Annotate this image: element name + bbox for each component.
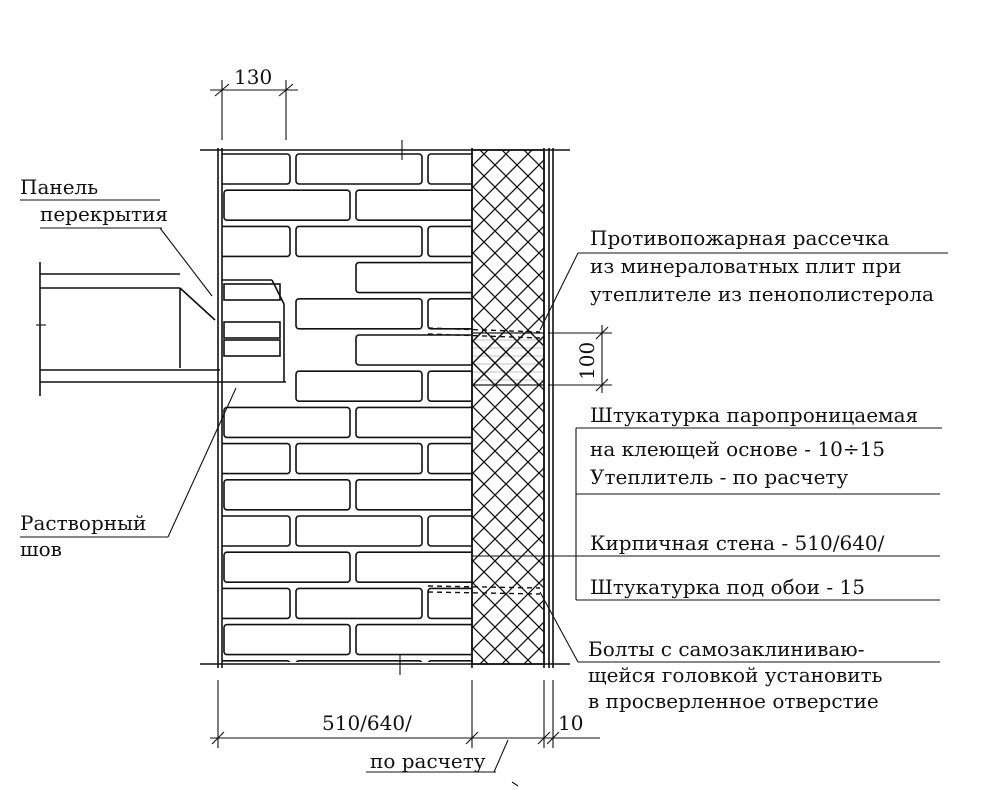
brick bbox=[223, 283, 281, 301]
brick bbox=[427, 515, 472, 547]
svg-text:Болты с самозаклиниваю-: Болты с самозаклиниваю- bbox=[588, 637, 864, 661]
dim-top-width: 130 bbox=[234, 65, 272, 89]
brick bbox=[223, 406, 351, 439]
svg-text:из минераловатных плит при: из минераловатных плит при bbox=[590, 254, 902, 278]
brick bbox=[223, 189, 351, 221]
brick bbox=[355, 551, 472, 583]
brick bbox=[223, 339, 281, 357]
label-layers: Штукатурка паропроницаемая на клеющей ос… bbox=[472, 403, 942, 601]
brick bbox=[355, 261, 472, 294]
dim-wall-thickness: 510/640/ bbox=[322, 711, 412, 735]
brick bbox=[427, 225, 472, 258]
brick bbox=[355, 189, 472, 221]
brick bbox=[223, 551, 351, 584]
brick bbox=[295, 660, 423, 662]
dim-firebreak-height: 100 bbox=[575, 342, 599, 380]
brick bbox=[355, 479, 472, 511]
dimension-bottom: 510/640/ 10 по расчету bbox=[210, 680, 600, 787]
svg-text:в просверленное отверстие: в просверленное отверстие bbox=[588, 689, 879, 713]
brick bbox=[222, 225, 291, 258]
brick bbox=[223, 623, 351, 656]
brick bbox=[295, 442, 423, 475]
brick bbox=[295, 587, 423, 620]
floor-panel bbox=[36, 262, 286, 396]
brick bbox=[223, 478, 351, 511]
svg-text:Кирпичная стена - 510/640/: Кирпичная стена - 510/640/ bbox=[590, 531, 885, 555]
brick bbox=[427, 442, 472, 475]
bolts bbox=[427, 327, 541, 595]
brick bbox=[355, 623, 472, 656]
brick bbox=[295, 297, 423, 330]
label-mortar-joint: Растворный шов bbox=[20, 387, 237, 561]
insulation-layer bbox=[471, 149, 545, 665]
brick bbox=[427, 298, 472, 330]
dim-plaster-thickness: 10 bbox=[558, 711, 583, 735]
svg-text:Утеплитель - по расчету: Утеплитель - по расчету bbox=[590, 465, 848, 489]
svg-text:Панель: Панель bbox=[20, 175, 98, 199]
brick-masonry bbox=[222, 153, 472, 662]
brick bbox=[222, 442, 291, 475]
brick bbox=[222, 515, 291, 547]
brick bbox=[427, 370, 472, 402]
svg-text:щейся головкой установить: щейся головкой установить bbox=[588, 663, 883, 687]
label-floor-panel: Панель перекрытия bbox=[20, 175, 213, 297]
svg-text:Растворный: Растворный bbox=[20, 511, 146, 535]
svg-text:Штукатурка под обои - 15: Штукатурка под обои - 15 bbox=[590, 575, 865, 599]
svg-text:Штукатурка паропроницаемая: Штукатурка паропроницаемая bbox=[590, 403, 918, 427]
svg-text:утеплителе из пенополистерола: утеплителе из пенополистерола bbox=[590, 282, 934, 306]
dim-insulation-thickness: по расчету bbox=[370, 749, 486, 773]
svg-text:шов: шов bbox=[20, 537, 62, 561]
svg-text:Противопожарная рассечка: Противопожарная рассечка bbox=[590, 226, 889, 250]
brick bbox=[355, 334, 472, 366]
dimension-top: 130 bbox=[210, 65, 298, 140]
brick bbox=[295, 515, 423, 547]
brick bbox=[355, 406, 472, 439]
brick bbox=[295, 370, 423, 403]
brick bbox=[427, 153, 472, 185]
brick bbox=[295, 153, 423, 185]
brick bbox=[223, 321, 281, 339]
brick bbox=[222, 660, 291, 662]
label-bolts: Болты с самозаклиниваю- щейся головкой у… bbox=[539, 591, 940, 713]
brick bbox=[295, 225, 423, 258]
dimension-firebreak: 100 bbox=[548, 325, 612, 393]
svg-text:на клеющей основе - 10÷15: на клеющей основе - 10÷15 bbox=[590, 437, 885, 461]
brick bbox=[427, 587, 472, 620]
brick bbox=[427, 660, 472, 662]
label-firebreak: Противопожарная рассечка из минераловатн… bbox=[539, 226, 948, 331]
brick bbox=[222, 153, 291, 185]
svg-text:перекрытия: перекрытия bbox=[40, 202, 168, 226]
plaster-layer bbox=[543, 148, 554, 668]
brick bbox=[222, 587, 291, 620]
